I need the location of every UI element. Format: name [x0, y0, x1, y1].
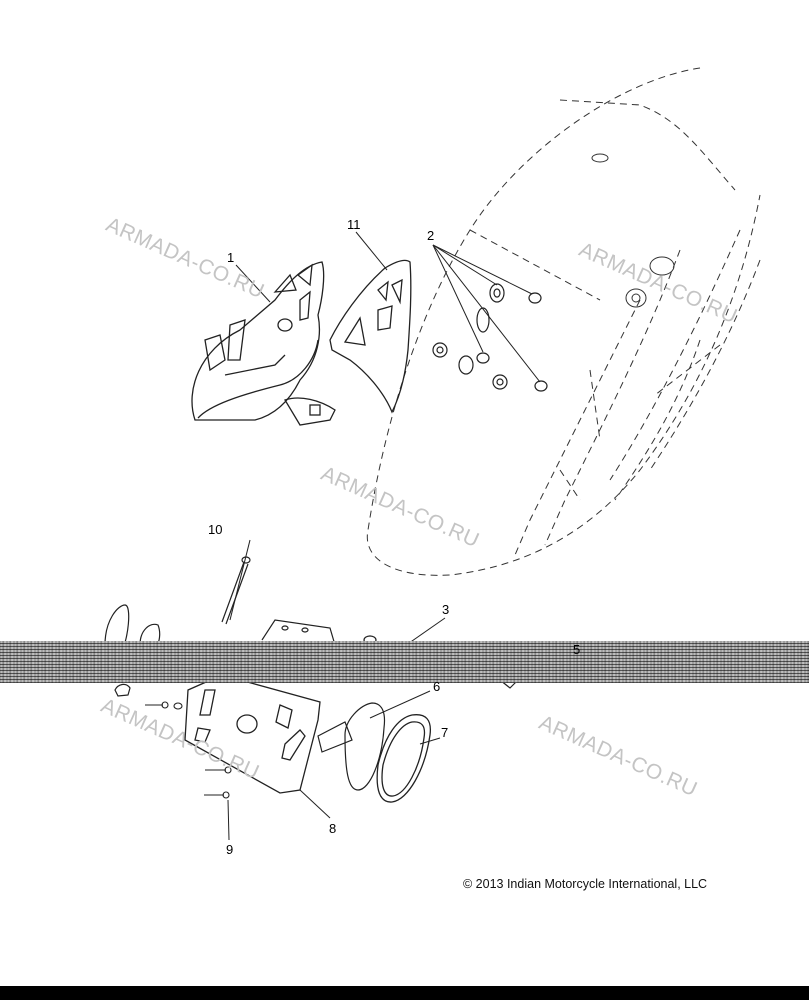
callout-1: 1 — [227, 250, 235, 265]
leader-lines — [227, 231, 541, 841]
bottom-bar — [0, 986, 809, 1000]
rear-fender-outline — [366, 67, 761, 576]
tail-light-bracket — [329, 259, 412, 414]
callout-8: 8 — [329, 821, 337, 836]
callout-10: 10 — [208, 522, 223, 537]
callout-11: 11 — [347, 217, 361, 232]
reflector-lens — [376, 714, 432, 803]
cable-tie — [221, 556, 251, 625]
scan-noise-band — [0, 641, 809, 683]
fender-mount-bolt — [625, 256, 675, 308]
callout-7: 7 — [441, 725, 449, 740]
callout-9: 9 — [226, 842, 234, 857]
reflector-mount-plate — [317, 702, 386, 791]
screws — [145, 701, 232, 799]
callout-3: 3 — [442, 602, 450, 617]
fender-grommet — [591, 153, 609, 163]
callout-2: 2 — [427, 228, 435, 243]
tail-light-housing — [191, 261, 336, 426]
callout-6: 6 — [433, 679, 441, 694]
callout-5: 5 — [573, 642, 581, 657]
copyright-notice: © 2013 Indian Motorcycle International, … — [463, 877, 708, 891]
mounting-hardware — [432, 283, 548, 392]
